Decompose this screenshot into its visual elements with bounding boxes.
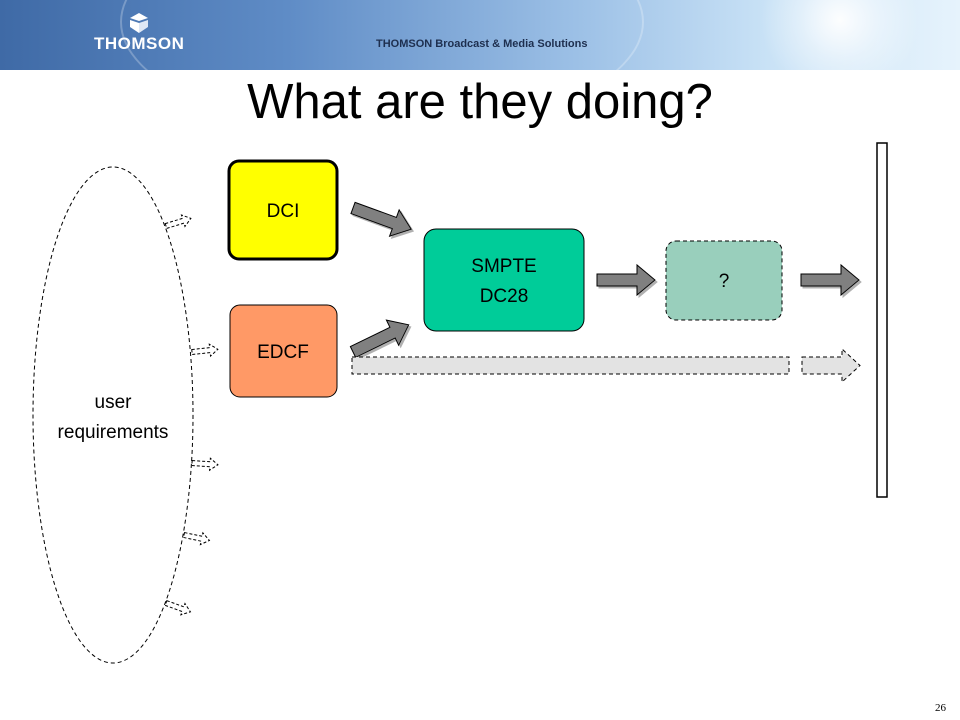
unknown-to-target-arrow [800, 263, 860, 297]
edcf-direct-arrowhead [801, 347, 861, 384]
target-bar [876, 142, 888, 498]
requirement-arrow [182, 531, 211, 546]
dci-to-smpte-arrow [350, 201, 413, 237]
user-requirements-ellipse [32, 166, 194, 664]
user-requirements-label-line2: requirements [58, 422, 169, 443]
smpte-label-line2: DC28 [480, 286, 529, 307]
brand-logo-text: THOMSON [94, 34, 185, 53]
thomson-logo-icon [130, 13, 148, 33]
user-requirements-label-line1: user [95, 392, 133, 413]
dci-label: DCI [267, 201, 300, 222]
slide-title: What are they doing? [247, 75, 713, 129]
smpte-dc28-box [423, 228, 585, 332]
page-number: 26 [935, 702, 946, 714]
dci-box [227, 159, 339, 261]
edcf-box [229, 304, 338, 398]
unknown-label: ? [719, 271, 730, 292]
requirement-arrow [191, 343, 219, 358]
smpte-label-line1: SMPTE [471, 256, 536, 277]
requirement-arrow [191, 457, 219, 472]
smpte-to-unknown-arrow [596, 263, 656, 297]
banner-glow [760, 0, 920, 70]
edcf-to-smpte-arrow [349, 319, 410, 359]
requirement-arrow [164, 214, 192, 230]
edcf-direct-bar [351, 356, 790, 375]
header-banner: THOMSON THOMSON Broadcast & Media Soluti… [0, 0, 960, 70]
unknown-box [665, 240, 783, 321]
edcf-label: EDCF [257, 342, 309, 363]
requirement-arrow [164, 600, 192, 616]
banner-tagline: THOMSON Broadcast & Media Solutions [376, 38, 588, 50]
